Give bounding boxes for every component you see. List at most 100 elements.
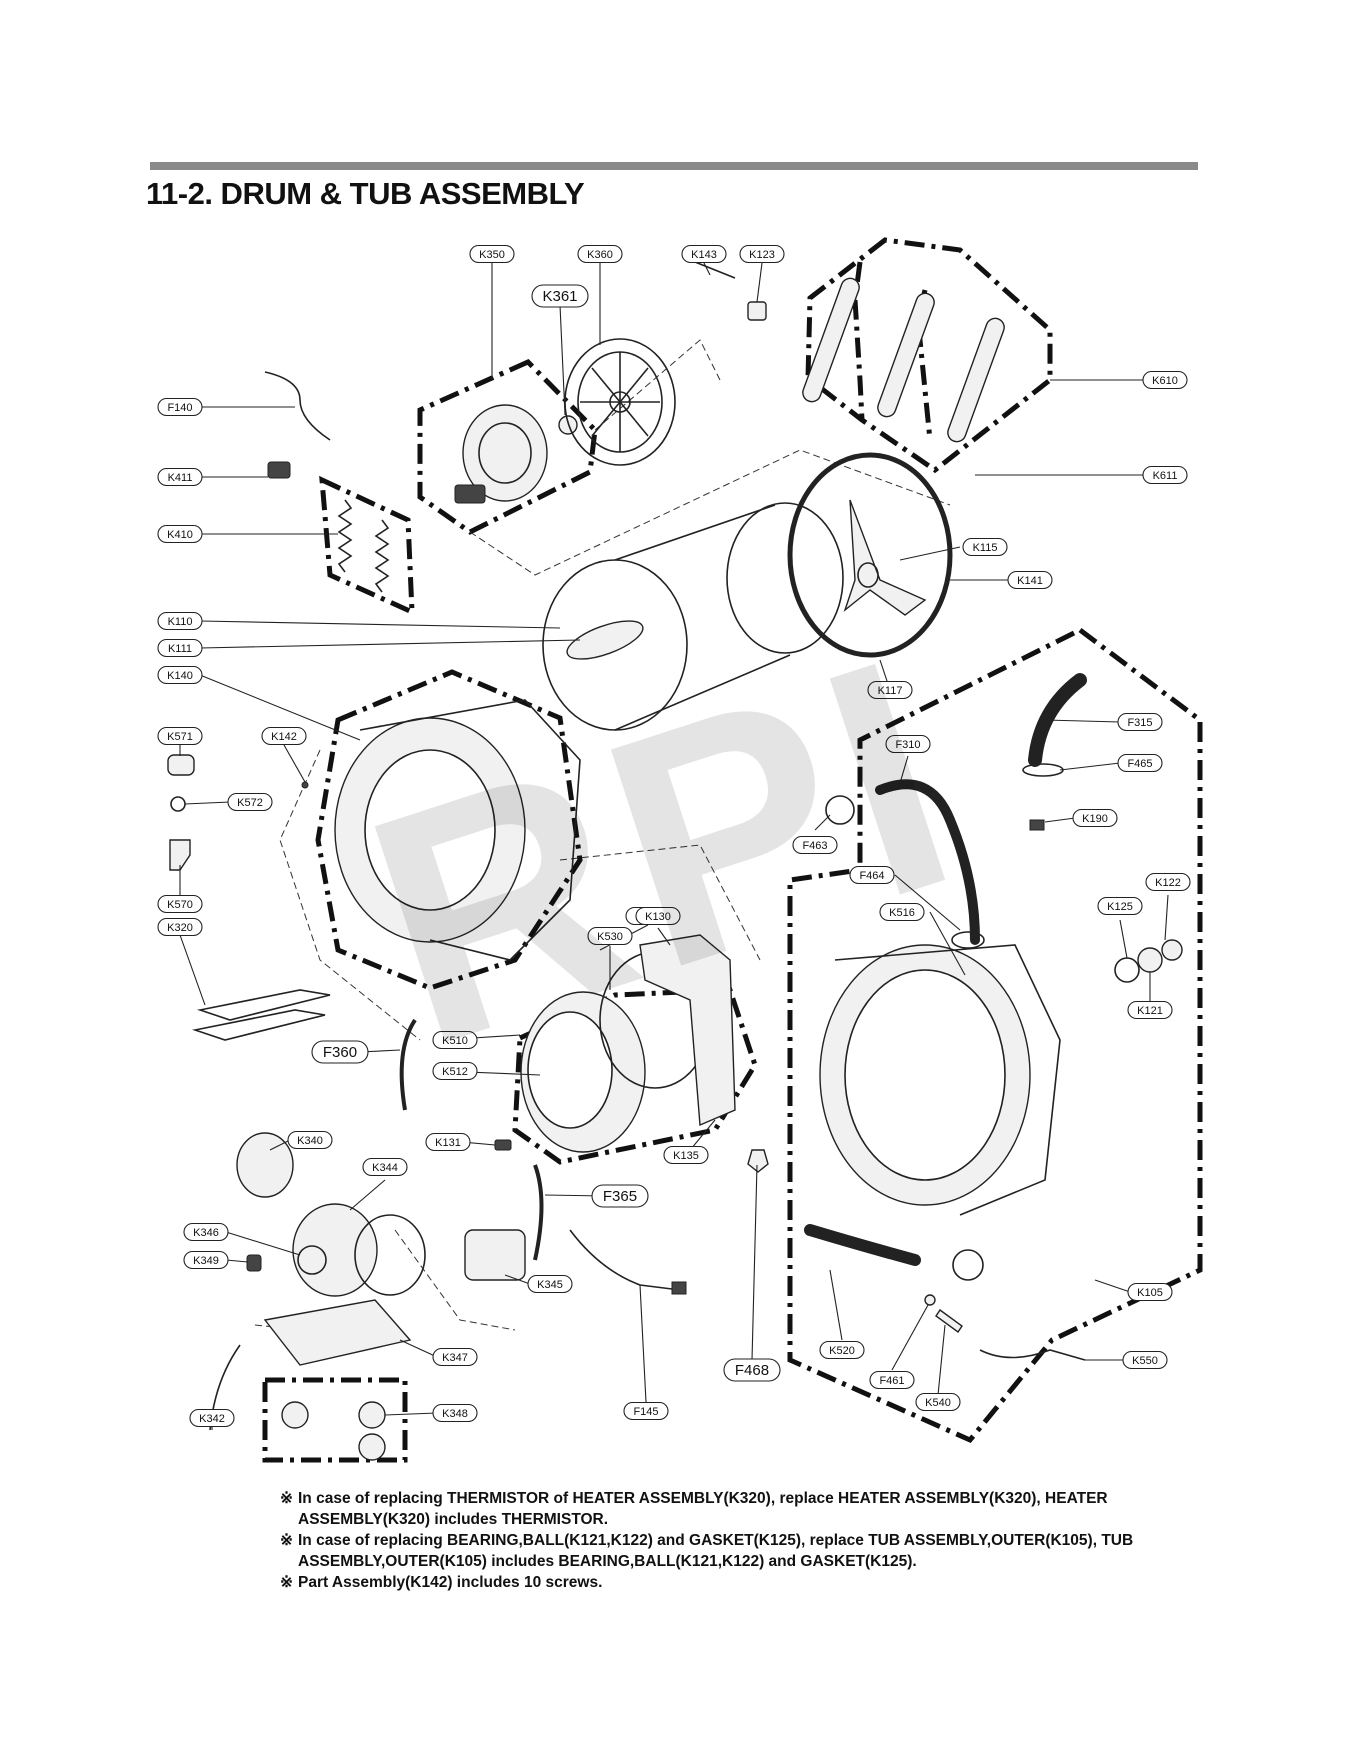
base-k347 xyxy=(263,1299,412,1366)
filter-k340 xyxy=(236,1132,294,1198)
callout-f465: F465 xyxy=(1117,753,1163,773)
callout-outline xyxy=(1145,872,1191,892)
bracket-k130 xyxy=(639,934,736,1127)
callout-k530: K530 xyxy=(587,926,633,946)
callout-outline xyxy=(1097,896,1143,916)
callout-text: K117 xyxy=(878,685,903,697)
motor-k345 xyxy=(464,1229,526,1281)
callout-outline xyxy=(527,1274,573,1294)
callout-text: F365 xyxy=(603,1188,637,1205)
guide-line-e xyxy=(394,1229,516,1331)
gasket-k125 xyxy=(1114,957,1140,983)
callout-k122: K122 xyxy=(1145,872,1191,892)
nut-k123 xyxy=(747,301,767,321)
callout-k143: K143 xyxy=(681,244,727,264)
callout-f145: F145 xyxy=(623,1401,669,1421)
callout-text: F360 xyxy=(323,1044,357,1061)
callout-text: F463 xyxy=(802,840,827,852)
foot-k348-3 xyxy=(358,1433,386,1461)
callout-f461: F461 xyxy=(869,1370,915,1390)
callout-text: K135 xyxy=(673,1150,699,1162)
damper-k610-3 xyxy=(947,317,1005,443)
callout-text: K342 xyxy=(199,1413,225,1425)
callout-k130: K130 xyxy=(635,906,681,926)
damper-k610-2 xyxy=(877,292,935,418)
callout-outline xyxy=(577,244,623,264)
callout-k350: K350 xyxy=(469,244,515,264)
callout-text: K190 xyxy=(1082,813,1108,825)
reference-mark: ※ xyxy=(280,1574,293,1591)
hose-f360 xyxy=(399,1018,417,1111)
callout-outline xyxy=(723,1358,781,1382)
callout-k348: K348 xyxy=(432,1403,478,1423)
callout-outline xyxy=(157,638,203,658)
guide-line-b xyxy=(594,339,721,431)
callout-k570: K570 xyxy=(157,894,203,914)
callout-text: K347 xyxy=(442,1352,468,1364)
callout-outline xyxy=(739,244,785,264)
lifter-k111 xyxy=(566,620,644,660)
callout-text: K142 xyxy=(271,731,297,743)
callout-f360: F360 xyxy=(311,1040,369,1064)
hose-k520 xyxy=(804,1224,921,1266)
callout-outline xyxy=(663,1145,709,1165)
clamp-f465 xyxy=(1022,763,1064,777)
damper-k610-1 xyxy=(802,277,860,403)
clamp-f463 xyxy=(825,795,855,825)
callout-text: K350 xyxy=(479,249,505,261)
wire-k550 xyxy=(979,1349,1086,1361)
foot-k348-1 xyxy=(281,1401,309,1429)
sensor-k540 xyxy=(935,1309,963,1333)
callout-text: K122 xyxy=(1155,877,1181,889)
group-boundary-k105 xyxy=(787,627,1203,1444)
callout-text: F468 xyxy=(735,1362,769,1379)
callout-outline xyxy=(183,1250,229,1270)
cover-k512 xyxy=(527,1011,613,1129)
callout-k340: K340 xyxy=(287,1130,333,1150)
callout-k111: K111 xyxy=(157,638,203,658)
pump-k346 xyxy=(297,1245,327,1275)
footnote: ※In case of replacing BEARING,BALL(K121,… xyxy=(280,1532,1134,1570)
callout-outline xyxy=(587,926,633,946)
callout-outline xyxy=(157,524,203,544)
callout-outline xyxy=(469,244,515,264)
pulley-k360 xyxy=(564,338,676,466)
clamp-f464 xyxy=(951,931,985,949)
callout-f315: F315 xyxy=(1117,712,1163,732)
callout-k510: K510 xyxy=(432,1030,478,1050)
callout-k349: K349 xyxy=(183,1250,229,1270)
spring-k410-2 xyxy=(374,519,390,593)
callout-f365: F365 xyxy=(591,1184,649,1208)
guide-line-d xyxy=(559,844,761,961)
callout-text: K550 xyxy=(1132,1355,1158,1367)
callout-outline xyxy=(311,1040,369,1064)
callout-text: K110 xyxy=(168,616,193,628)
callout-outline xyxy=(591,1184,649,1208)
callout-text: F310 xyxy=(895,739,920,751)
harness-f145 xyxy=(569,1229,681,1291)
callout-outline xyxy=(792,835,838,855)
bracket-k350 xyxy=(454,484,486,504)
callout-outline xyxy=(681,244,727,264)
callout-text: K348 xyxy=(442,1408,468,1420)
callout-outline xyxy=(531,284,589,308)
callout-text: K130 xyxy=(645,911,671,923)
callout-outline xyxy=(1007,570,1053,590)
heater-k320 xyxy=(191,989,331,1041)
callout-f310: F310 xyxy=(885,734,931,754)
callout-f464: F464 xyxy=(849,865,895,885)
callout-outline xyxy=(157,726,203,746)
callout-text: K143 xyxy=(691,249,717,261)
callout-k110: K110 xyxy=(157,611,203,631)
callout-text: K111 xyxy=(168,643,192,655)
group-boundary-k610-divider-1 xyxy=(852,261,865,421)
callout-outline xyxy=(157,894,203,914)
callout-text: K340 xyxy=(297,1135,323,1147)
callout-k140: K140 xyxy=(157,665,203,685)
callout-outline xyxy=(1072,808,1118,828)
callout-outline xyxy=(879,902,925,922)
callout-outline xyxy=(425,1132,471,1152)
group-boundary-k348 xyxy=(262,1377,408,1463)
